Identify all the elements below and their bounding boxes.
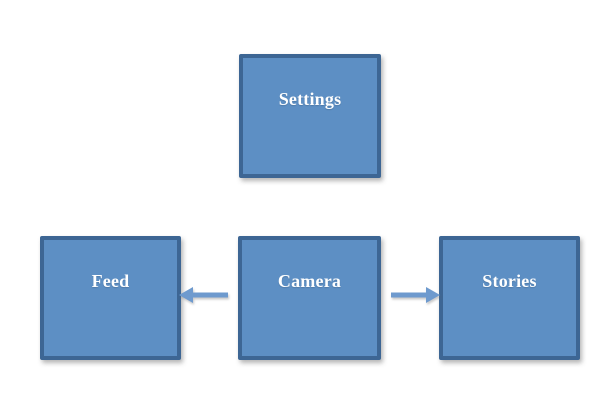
node-stories-label: Stories [482,270,537,291]
node-camera-label: Camera [277,270,342,291]
node-settings: Settings [239,54,381,178]
node-camera: Camera [238,236,381,360]
node-settings-label: Settings [278,88,342,109]
node-stories: Stories [439,236,580,360]
node-feed: Feed [40,236,181,360]
arrow-right-icon [391,287,440,303]
arrow-left-icon [179,287,228,303]
node-feed-label: Feed [91,270,130,291]
